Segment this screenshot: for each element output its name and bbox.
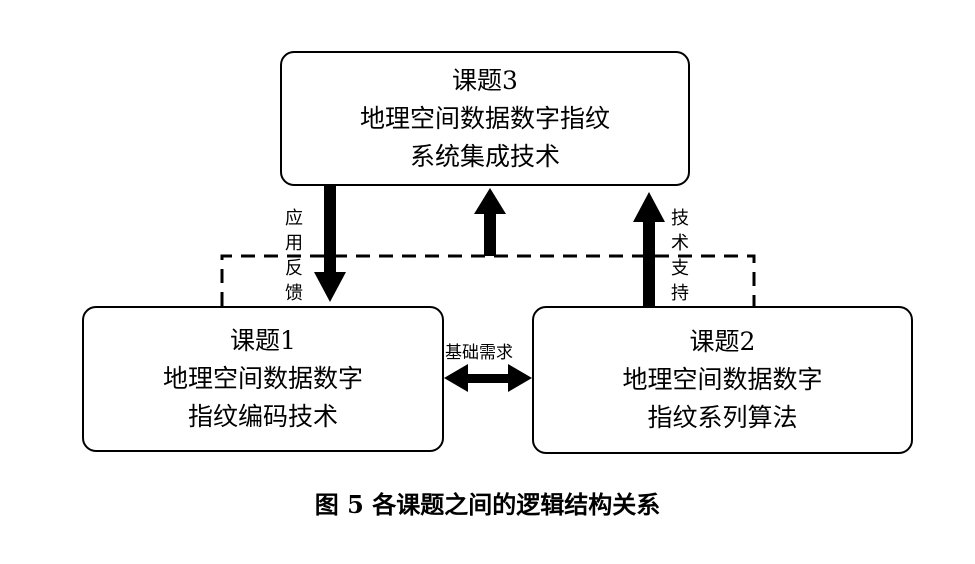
support-label: 技术支持	[671, 208, 689, 304]
topic1-box: 课题1 地理空间数据数字 指纹编码技术	[82, 306, 444, 452]
topic1-line2: 地理空间数据数字	[162, 364, 363, 393]
feedback-arrow	[314, 186, 346, 302]
integration-arrow	[474, 188, 506, 256]
topic3-line3: 系统集成技术	[409, 141, 560, 171]
topic3-line2: 地理空间数据数字指纹	[359, 103, 610, 133]
topic1-line3: 指纹编码技术	[187, 402, 338, 431]
feedback-label: 应用反馈	[285, 208, 303, 304]
basic-needs-label: 基础需求	[445, 343, 513, 363]
topic2-line3: 指纹系列算法	[647, 403, 798, 432]
basic-needs-arrow	[444, 364, 532, 392]
support-arrow	[633, 192, 665, 306]
topic2-title: 课题2	[689, 327, 756, 356]
dashed-connector	[220, 254, 756, 306]
figure-caption: 图 5 各课题之间的逻辑结构关系	[314, 490, 661, 519]
topic2-line2: 地理空间数据数字	[622, 365, 823, 394]
topic1-title: 课题1	[230, 326, 296, 355]
topic3-title: 课题3	[452, 65, 518, 95]
topic2-box: 课题2 地理空间数据数字 指纹系列算法	[532, 306, 913, 454]
topic3-box: 课题3 地理空间数据数字指纹 系统集成技术	[280, 51, 690, 186]
